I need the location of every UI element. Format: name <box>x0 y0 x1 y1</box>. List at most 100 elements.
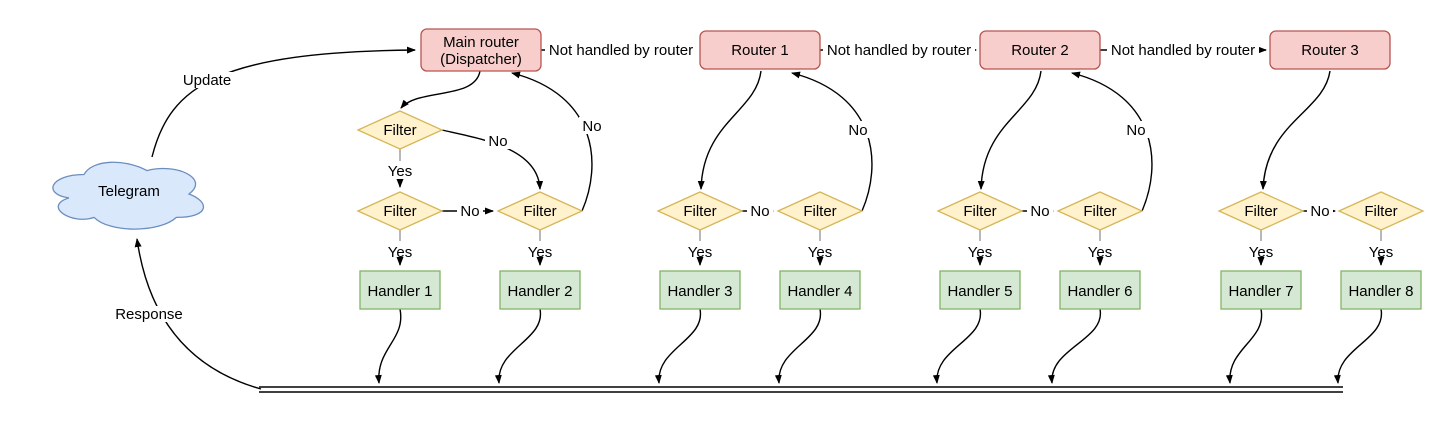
router3-to-filter-edge <box>1259 70 1331 190</box>
label-bg <box>457 202 483 219</box>
filter-label: Filter <box>963 203 996 220</box>
label-bg <box>845 121 871 138</box>
main-router-node <box>420 28 542 72</box>
yes-label: Yes <box>808 244 832 261</box>
no-label: No <box>582 118 601 135</box>
handler-4-node <box>779 270 861 310</box>
handler-6-label: Handler 6 <box>1067 283 1132 300</box>
yes-label: Yes <box>688 244 712 261</box>
no-label: No <box>460 203 479 220</box>
handler-5-label: Handler 5 <box>947 283 1012 300</box>
handler-6-node <box>1059 270 1141 310</box>
router-1-node <box>699 30 821 70</box>
edge-labels: Update Response Not handled by router No… <box>115 42 1393 323</box>
nodes: Telegram Main router (Dispatcher) Router… <box>52 28 1425 310</box>
telegram-cloud <box>52 161 205 230</box>
label-bg <box>181 72 233 88</box>
filter-node <box>776 191 864 231</box>
label-bg <box>1027 202 1053 219</box>
handler-to-bus-edge <box>932 308 981 384</box>
filter-return-no-edge <box>1071 71 1153 212</box>
yes-label: Yes <box>528 244 552 261</box>
not-handled-label: Not handled by router <box>1111 42 1255 59</box>
handler-1-node <box>359 270 441 310</box>
response-edge <box>134 238 262 390</box>
filter-node <box>936 191 1024 231</box>
filter-node <box>496 191 584 231</box>
label-bg <box>747 202 773 219</box>
update-label: Update <box>183 72 231 89</box>
response-label: Response <box>115 306 183 323</box>
label-bg <box>1107 42 1259 58</box>
handler-to-bus-edge <box>1047 308 1101 384</box>
handler-8-label: Handler 8 <box>1348 283 1413 300</box>
handler-1-label: Handler 1 <box>367 283 432 300</box>
filter-label: Filter <box>803 203 836 220</box>
router-3-label: Router 3 <box>1301 42 1359 59</box>
no-label: No <box>848 122 867 139</box>
filter-label: Filter <box>383 122 416 139</box>
dispatcher-to-filter-edge <box>400 70 481 109</box>
router-2-node <box>979 30 1101 70</box>
yes-label: Yes <box>1249 244 1273 261</box>
handler-to-bus-edge <box>1225 308 1263 384</box>
label-bg <box>1123 121 1149 138</box>
handler-to-bus-edge <box>774 308 822 384</box>
filter-label: Filter <box>683 203 716 220</box>
edges <box>134 46 1385 393</box>
telegram-label: Telegram <box>98 183 160 200</box>
label-bg <box>545 42 697 58</box>
handler-4-label: Handler 4 <box>787 283 852 300</box>
handler-to-bus-edge <box>374 308 402 384</box>
yes-label: Yes <box>1369 244 1393 261</box>
filter-node <box>356 110 444 150</box>
filter-return-no-edge <box>511 71 593 212</box>
handler-to-bus-edge <box>1333 308 1382 384</box>
main-router-label: Main router <box>443 34 519 51</box>
label-bg <box>115 306 183 322</box>
handler-5-node <box>939 270 1021 310</box>
yes-label: Yes <box>1088 244 1112 261</box>
label-bg <box>579 117 605 134</box>
router1-to-filter-edge <box>697 70 762 190</box>
filter-return-no-edge <box>791 71 873 212</box>
filter-label: Filter <box>1244 203 1277 220</box>
router2-to-filter-edge <box>977 70 1042 190</box>
no-label: No <box>1126 122 1145 139</box>
no-label: No <box>750 203 769 220</box>
update-edge <box>151 46 416 158</box>
no-label: No <box>1310 203 1329 220</box>
handler-7-node <box>1220 270 1302 310</box>
handler-2-node <box>499 270 581 310</box>
no-label: No <box>1030 203 1049 220</box>
handler-to-bus-edge <box>654 308 702 384</box>
main-router-sublabel: (Dispatcher) <box>440 51 522 68</box>
yes-label: Yes <box>968 244 992 261</box>
handler-8-node <box>1340 270 1422 310</box>
handler-3-node <box>659 270 741 310</box>
handler-3-label: Handler 3 <box>667 283 732 300</box>
label-bg <box>823 42 975 58</box>
filter-label: Filter <box>1364 203 1397 220</box>
filter-node <box>1217 191 1305 231</box>
not-handled-label: Not handled by router <box>549 42 693 59</box>
not-handled-label: Not handled by router <box>827 42 971 59</box>
filter-node <box>1056 191 1144 231</box>
filter-node <box>1337 191 1425 231</box>
handler-7-label: Handler 7 <box>1228 283 1293 300</box>
router-2-label: Router 2 <box>1011 42 1069 59</box>
filter-label: Filter <box>523 203 556 220</box>
label-bg <box>1307 202 1333 219</box>
no-label: No <box>488 133 507 150</box>
filter-label: Filter <box>383 203 416 220</box>
router-3-node <box>1269 30 1391 70</box>
yes-label: Yes <box>388 163 412 180</box>
yes-label: Yes <box>388 244 412 261</box>
filter-node <box>356 191 444 231</box>
filter-node <box>656 191 744 231</box>
filter-label: Filter <box>1083 203 1116 220</box>
handler-to-bus-edge <box>494 308 542 384</box>
router-1-label: Router 1 <box>731 42 789 59</box>
handler-2-label: Handler 2 <box>507 283 572 300</box>
